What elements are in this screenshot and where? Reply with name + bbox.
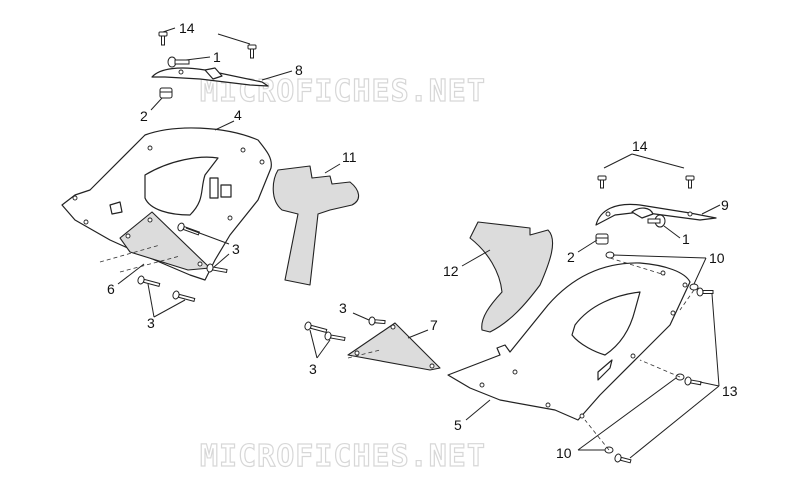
callout-8: 8 — [295, 62, 303, 78]
callout-11: 11 — [342, 149, 357, 165]
screws-3-middle-icon — [304, 316, 386, 342]
callout-10: 10 — [556, 445, 572, 461]
callout-13: 13 — [722, 383, 738, 399]
callout-14: 14 — [179, 20, 195, 36]
inner-panel-5 — [447, 262, 691, 421]
callout-6: 6 — [107, 281, 115, 297]
bracket-8 — [151, 67, 269, 87]
fastener-14b-icon — [597, 175, 695, 189]
grommet-2b-icon — [595, 233, 609, 245]
callout-3: 3 — [147, 315, 155, 331]
bracket-9 — [595, 203, 717, 226]
dashed-guides — [347, 257, 695, 451]
callout-12: 12 — [443, 263, 459, 279]
screws-13-icon — [614, 287, 714, 464]
callout-2: 2 — [567, 249, 575, 265]
callout-9: 9 — [721, 197, 729, 213]
callout-5: 5 — [454, 417, 462, 433]
leader-lines — [117, 27, 721, 459]
reinforcement-7 — [347, 322, 441, 371]
callout-3: 3 — [309, 361, 317, 377]
watermark-bottom: MICROFICHES.NET — [200, 439, 486, 474]
inner-panel-4 — [61, 127, 272, 281]
callout-labels: 14 1 8 2 4 11 3 6 3 14 9 1 2 10 12 3 7 3… — [107, 20, 738, 461]
callout-10: 10 — [709, 250, 725, 266]
clip-1a-icon — [167, 56, 190, 68]
callout-3: 3 — [339, 300, 347, 316]
callout-1: 1 — [213, 49, 221, 65]
fastener-14a-icon — [158, 31, 257, 59]
callout-7: 7 — [430, 317, 438, 333]
clip-1b-icon — [647, 214, 666, 228]
callout-14: 14 — [632, 138, 648, 154]
pad-11 — [272, 165, 360, 286]
callout-2: 2 — [140, 108, 148, 124]
callout-4: 4 — [234, 107, 242, 123]
pad-12 — [469, 221, 554, 333]
callout-3: 3 — [232, 241, 240, 257]
reinforcement-6 — [99, 211, 211, 273]
callout-1: 1 — [682, 231, 690, 247]
grommet-2a-icon — [159, 87, 173, 99]
